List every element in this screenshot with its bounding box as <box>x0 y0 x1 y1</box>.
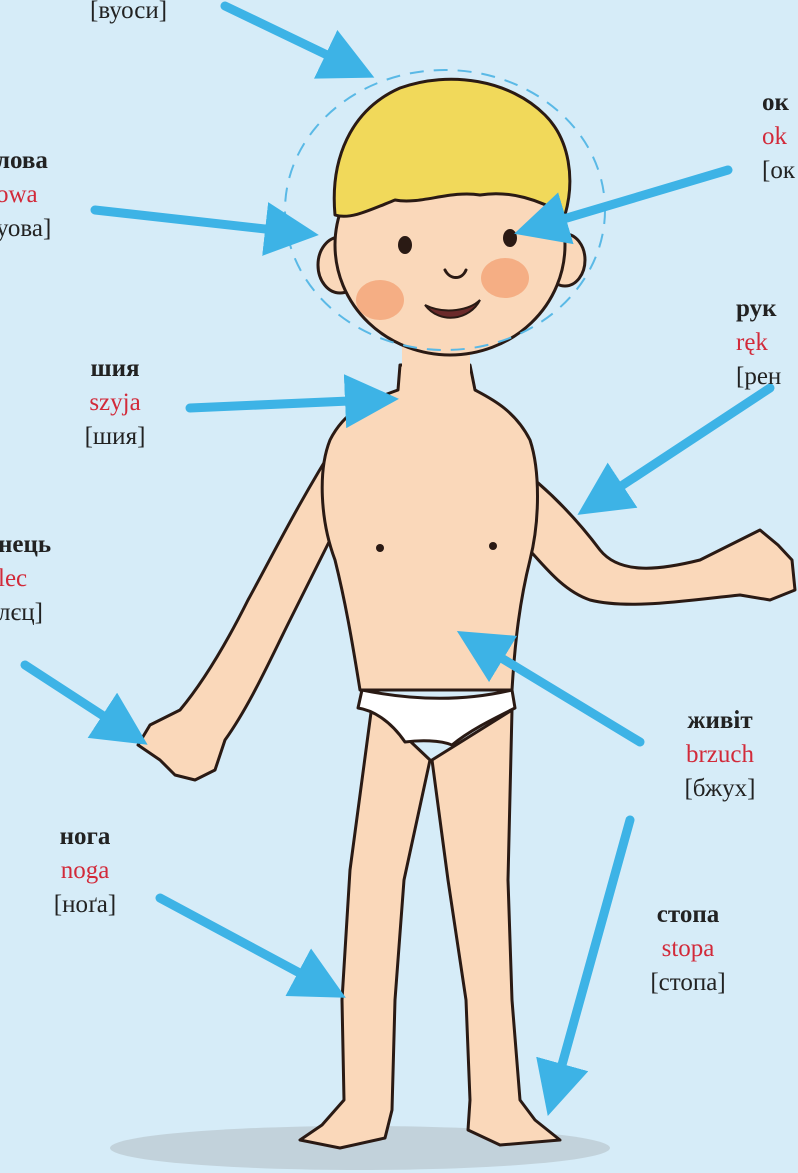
left-leg <box>300 705 430 1148</box>
label-finger: нець lec лєц] <box>0 528 51 630</box>
label-hand-polish: ręk <box>736 326 781 360</box>
label-hand: рук ręk [рен <box>736 292 781 394</box>
head-arrow <box>95 210 292 232</box>
label-eye-polish: ok <box>762 120 795 154</box>
label-belly: живіт brzuch [бжух] <box>670 704 770 806</box>
label-hair-transcription: [вуоси] <box>90 0 167 28</box>
label-head-ukrainian: лова <box>0 144 51 178</box>
label-foot-polish: stopa <box>628 932 748 966</box>
neck-arrow <box>190 400 372 408</box>
label-leg-transcription: [ноґа] <box>30 888 140 922</box>
foot-arrow <box>555 820 630 1090</box>
label-leg-polish: noga <box>30 854 140 888</box>
label-foot-ukrainian: стопа <box>628 898 748 932</box>
label-head: лова owa уова] <box>0 144 51 246</box>
label-finger-transcription: лєц] <box>0 596 51 630</box>
label-neck-transcription: [шия] <box>70 420 160 454</box>
label-neck-polish: szyja <box>70 386 160 420</box>
right-nipple <box>489 542 497 550</box>
hair <box>334 79 570 216</box>
label-neck-ukrainian: шия <box>70 352 160 386</box>
right-cheek <box>481 258 529 298</box>
leg-arrow <box>160 898 322 985</box>
left-arm <box>138 440 345 780</box>
label-hand-ukrainian: рук <box>736 292 781 326</box>
label-leg-ukrainian: нога <box>30 820 140 854</box>
label-head-polish: owa <box>0 178 51 212</box>
left-eye <box>398 236 412 254</box>
right-leg <box>432 710 560 1145</box>
label-eye-transcription: [ок <box>762 154 795 188</box>
label-head-transcription: уова] <box>0 212 51 246</box>
label-belly-ukrainian: живіт <box>670 704 770 738</box>
label-eye-ukrainian: ок <box>762 86 795 120</box>
hand-arrow <box>600 388 770 500</box>
finger-arrow <box>25 665 125 730</box>
label-leg: нога noga [ноґа] <box>30 820 140 922</box>
label-belly-transcription: [бжух] <box>670 772 770 806</box>
label-finger-polish: lec <box>0 562 51 596</box>
label-neck: шия szyja [шия] <box>70 352 160 454</box>
label-finger-ukrainian: нець <box>0 528 51 562</box>
right-eye <box>503 229 517 247</box>
label-hand-transcription: [рен <box>736 360 781 394</box>
label-hair: [вуоси] <box>90 0 167 28</box>
hair-arrow <box>225 6 350 66</box>
left-nipple <box>376 544 384 552</box>
label-foot: стопа stopa [стопа] <box>628 898 748 1000</box>
label-foot-transcription: [стопа] <box>628 966 748 1000</box>
torso <box>322 365 537 690</box>
label-belly-polish: brzuch <box>670 738 770 772</box>
label-eye: ок ok [ок <box>762 86 795 188</box>
left-cheek <box>356 280 404 320</box>
